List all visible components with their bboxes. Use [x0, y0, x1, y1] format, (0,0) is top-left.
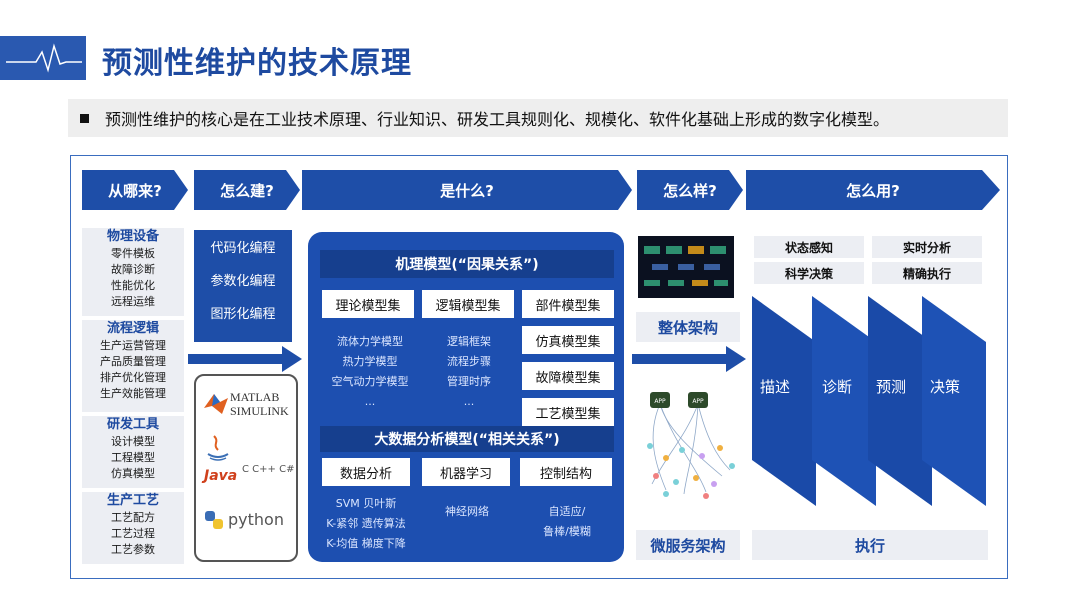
- bigdata-col2: 神经网络: [445, 505, 489, 518]
- chevron-what-is: 是什么?: [302, 170, 632, 210]
- source-production-process: 生产工艺 工艺配方 工艺过程 工艺参数: [82, 492, 184, 564]
- summary-row: 预测性维护的核心是在工业技术原理、行业知识、研发工具规则化、规模化、软件化基础上…: [68, 99, 1008, 137]
- build-methods-box: 代码化编程 参数化编程 图形化编程: [194, 230, 292, 342]
- python-label: python: [228, 510, 284, 529]
- title-accent-bar: [0, 36, 86, 80]
- python-logo-icon: [205, 511, 223, 529]
- theory-model-set: 理论模型集: [322, 290, 414, 318]
- source-process-logic: 流程逻辑 生产运营管理 产品质量管理 排产优化管理 生产效能管理: [82, 320, 184, 412]
- chevron-how-use: 怎么用?: [746, 170, 1000, 210]
- tag-precise-execution: 精确执行: [872, 262, 982, 284]
- overall-architecture-label: 整体架构: [636, 312, 740, 342]
- fault-model-set: 故障模型集: [522, 362, 614, 390]
- step-diagnose: 诊断: [822, 378, 853, 396]
- app-tag-2: APP: [692, 398, 704, 405]
- source-physical-equipment: 物理设备 零件模板 故障诊断 性能优化 远程运维: [82, 228, 184, 316]
- step-describe: 描述: [760, 378, 791, 396]
- chevron-how-is: 怎么样?: [637, 170, 743, 210]
- step-shape-predict: [868, 296, 932, 506]
- tag-state-perception: 状态感知: [754, 236, 864, 258]
- flow-arrow-icon: [188, 346, 302, 372]
- source-rd-tools: 研发工具 设计模型 工程模型 仿真模型: [82, 416, 184, 488]
- microservice-architecture-label: 微服务架构: [636, 530, 740, 560]
- build-parametric: 参数化编程: [210, 274, 276, 289]
- control-structure-box: 控制结构: [520, 458, 612, 486]
- dashboard-screenshot-image: [638, 236, 734, 298]
- logic-model-set: 逻辑模型集: [422, 290, 514, 318]
- mechanism-col1: 流体力学模型 热力学模型 空气动力学模型 ...: [331, 335, 409, 408]
- step-decide: 决策: [930, 378, 961, 396]
- data-analysis-box: 数据分析: [322, 458, 410, 486]
- step-shape-describe: [752, 296, 816, 506]
- mechanism-col2: 逻辑框架 流程步骤 管理时序 ...: [447, 335, 491, 408]
- summary-text: 预测性维护的核心是在工业技术原理、行业知识、研发工具规则化、规模化、软件化基础上…: [105, 110, 890, 129]
- page-title: 预测性维护的技术原理: [102, 46, 412, 81]
- tag-realtime-analysis: 实时分析: [872, 236, 982, 258]
- flow-arrow-right-icon: [632, 346, 746, 372]
- matlab-label: MATLAB: [230, 390, 280, 404]
- chevron-where-from: 从哪来?: [82, 170, 188, 210]
- simulation-model-set: 仿真模型集: [522, 326, 614, 354]
- build-graphical: 图形化编程: [210, 307, 276, 322]
- bullet-square-icon: [80, 113, 89, 123]
- step-predict: 预测: [876, 378, 907, 396]
- component-model-set: 部件模型集: [522, 290, 614, 318]
- build-code: 代码化编程: [210, 241, 276, 256]
- app-tag-1: APP: [654, 398, 666, 405]
- bigdata-model-title: 大数据分析模型(“相关关系”): [320, 426, 614, 452]
- java-label: Java: [204, 468, 238, 484]
- chevron-how-build: 怎么建?: [194, 170, 300, 210]
- model-panel: [308, 232, 624, 562]
- matlab-logo-icon: [204, 394, 228, 414]
- machine-learning-box: 机器学习: [422, 458, 510, 486]
- simulink-label: SIMULINK: [230, 404, 289, 418]
- mechanism-model-title: 机理模型(“因果关系”): [320, 250, 614, 278]
- microservice-network-image: APP APP: [647, 392, 735, 499]
- process-model-set: 工艺模型集: [522, 398, 614, 426]
- tools-box: MATLAB SIMULINK Java C C++ C# python: [194, 374, 298, 562]
- java-logo-icon: [207, 435, 229, 461]
- tag-scientific-decision: 科学决策: [754, 262, 864, 284]
- step-shape-diagnose: [812, 296, 876, 506]
- execute-label: 执行: [752, 530, 988, 560]
- bigdata-col1: SVM 贝叶斯 K-紧邻 遗传算法 K-均值 梯度下降: [326, 497, 406, 550]
- c-languages-label: C C++ C#: [242, 464, 295, 475]
- bigdata-col3: 自适应/ 鲁棒/模糊: [543, 505, 591, 538]
- step-shape-decide: [922, 296, 986, 506]
- heartbeat-icon: [6, 43, 82, 73]
